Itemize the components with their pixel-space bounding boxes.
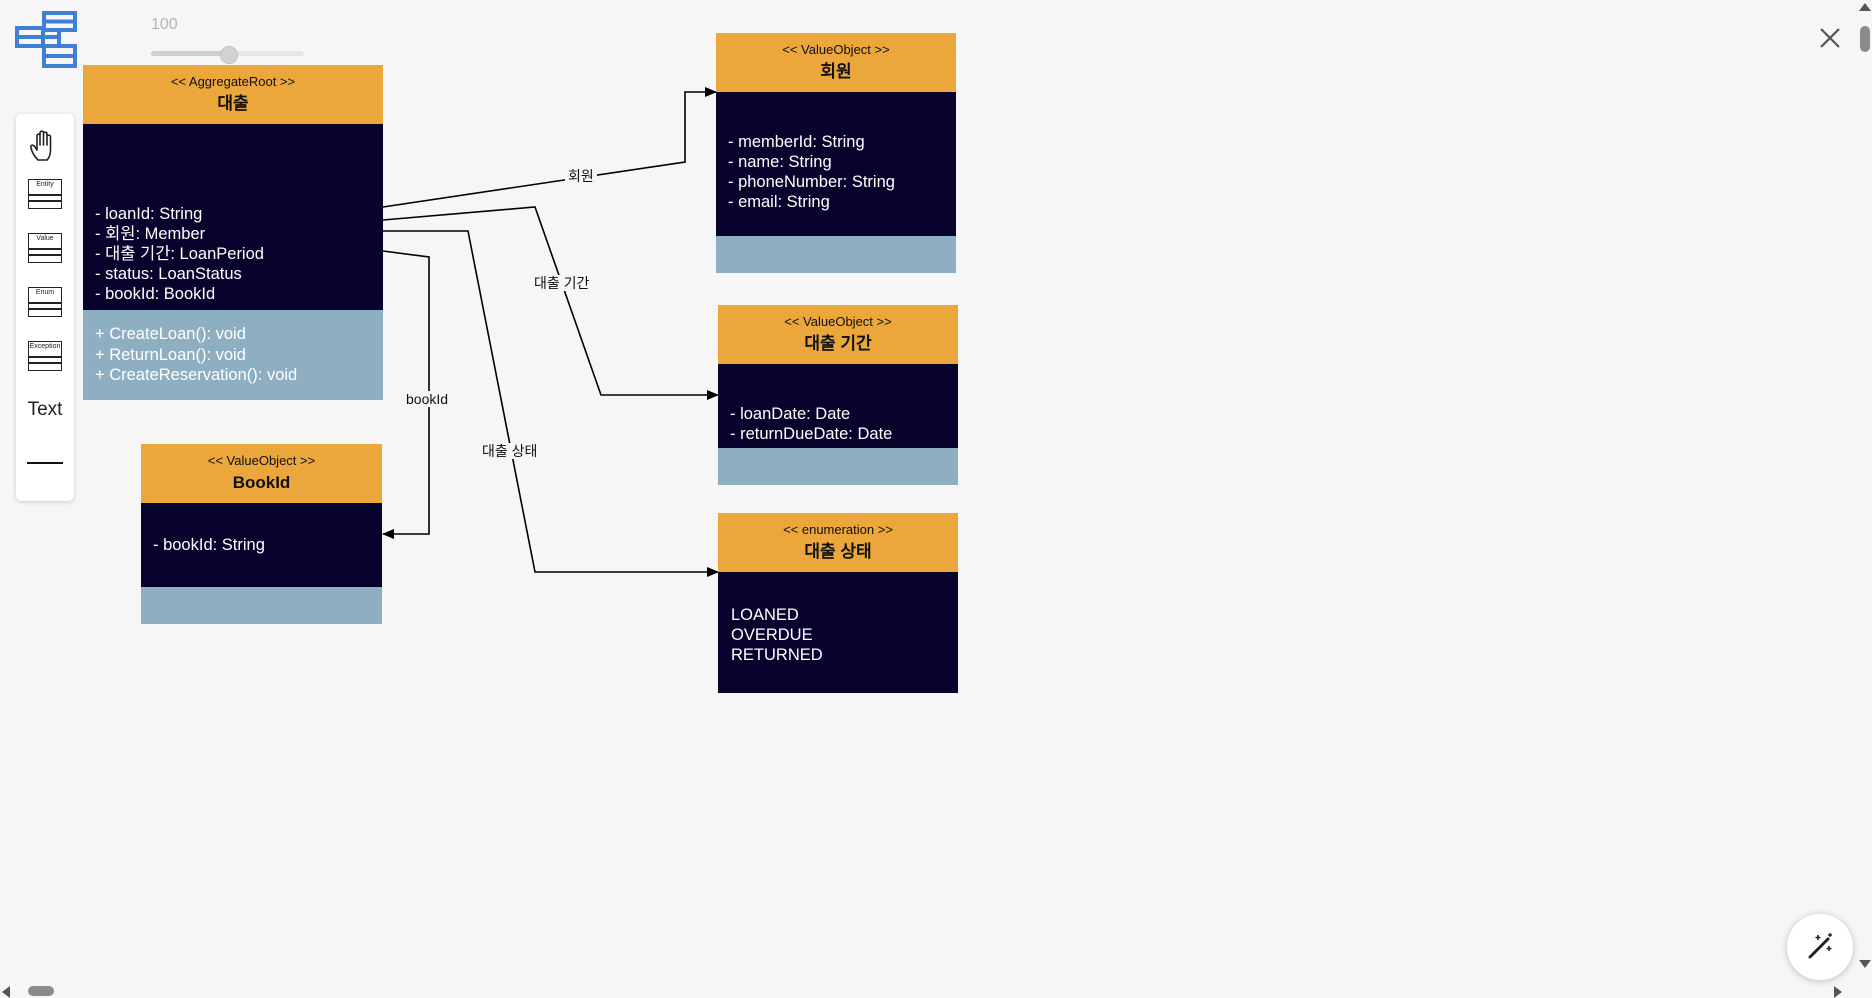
enum-value: RETURNED bbox=[731, 646, 823, 664]
method: + CreateLoan(): void bbox=[95, 325, 246, 343]
line-icon bbox=[27, 462, 63, 464]
class-header: << enumeration >> 대출 상태 bbox=[718, 513, 958, 572]
attribute: - loanDate: Date bbox=[730, 405, 851, 423]
attribute-list: - loanDate: Date - returnDueDate: Date bbox=[718, 364, 958, 448]
class-name: 대출 상태 bbox=[804, 542, 872, 561]
edge-label-bookid[interactable]: bookId bbox=[403, 391, 452, 407]
value-box-icon: Value bbox=[28, 233, 62, 263]
value-tool-label: Value bbox=[36, 235, 54, 242]
class-header: << ValueObject >> BookId bbox=[141, 444, 382, 503]
class-box-bookid[interactable]: << ValueObject >> BookId - bookId: Strin… bbox=[141, 444, 382, 624]
horizontal-scroll-thumb[interactable] bbox=[28, 986, 54, 996]
class-name: BookId bbox=[232, 473, 291, 492]
class-name: 대출 bbox=[217, 94, 249, 113]
attribute: - 대출 기간: LoanPeriod bbox=[95, 245, 264, 263]
exception-tool[interactable]: Exception bbox=[16, 338, 74, 374]
attribute: - returnDueDate: Date bbox=[730, 425, 893, 443]
attribute: - email: String bbox=[728, 193, 830, 211]
vertical-scrollbar[interactable] bbox=[1856, 0, 1872, 985]
class-name: 대출 기간 bbox=[804, 334, 872, 353]
class-box-period[interactable]: << ValueObject >> 대출 기간 - loanDate: Date… bbox=[718, 305, 958, 485]
attribute: - memberId: String bbox=[728, 133, 865, 151]
entity-tool-label: Entity bbox=[36, 181, 54, 188]
class-header: << AggregateRoot >> 대출 bbox=[83, 65, 383, 124]
zoom-value: 100 bbox=[151, 16, 178, 33]
window-stack-icon[interactable] bbox=[14, 10, 78, 70]
line-tool[interactable] bbox=[16, 448, 74, 478]
class-box-loan[interactable]: << AggregateRoot >> 대출 - loanId: String … bbox=[83, 65, 383, 400]
edge-member[interactable] bbox=[382, 87, 717, 208]
text-tool[interactable]: Text bbox=[16, 394, 74, 426]
method-list bbox=[716, 236, 956, 273]
attribute: - loanId: String bbox=[95, 205, 203, 223]
class-name: 회원 bbox=[820, 62, 852, 81]
class-box-status[interactable]: << enumeration >> 대출 상태 LOANED OVERDUE R… bbox=[718, 513, 958, 693]
class-stereotype: << AggregateRoot >> bbox=[170, 74, 296, 89]
hand-icon bbox=[30, 130, 52, 161]
attribute-list: - bookId: String bbox=[141, 503, 382, 587]
enum-tool[interactable]: Enum bbox=[16, 284, 74, 320]
entity-tool[interactable]: Entity bbox=[16, 176, 74, 212]
class-stereotype: << ValueObject >> bbox=[207, 453, 316, 468]
method-list bbox=[718, 448, 958, 485]
exception-box-icon: Exception bbox=[28, 341, 62, 371]
class-header: << ValueObject >> 회원 bbox=[716, 33, 956, 92]
zoom-thumb[interactable] bbox=[219, 46, 238, 64]
edge-period[interactable] bbox=[382, 206, 719, 400]
magic-wand-button[interactable] bbox=[1787, 914, 1853, 980]
class-stereotype: << enumeration >> bbox=[783, 522, 893, 537]
attribute: - name: String bbox=[728, 153, 832, 171]
attribute: - bookId: BookId bbox=[95, 285, 216, 303]
scroll-left-icon[interactable] bbox=[2, 986, 10, 998]
scroll-right-icon[interactable] bbox=[1834, 986, 1842, 998]
zoom-fill bbox=[151, 51, 228, 56]
method: + ReturnLoan(): void bbox=[95, 345, 246, 364]
scroll-down-icon[interactable] bbox=[1859, 960, 1871, 968]
edge-label-status[interactable]: 대출 상태 bbox=[479, 443, 541, 459]
attribute: - 회원: Member bbox=[95, 225, 206, 243]
attribute: - bookId: String bbox=[153, 536, 265, 554]
attribute: - status: LoanStatus bbox=[95, 265, 242, 283]
horizontal-scrollbar[interactable] bbox=[0, 983, 1856, 998]
attribute-list: - memberId: String - name: String - phon… bbox=[716, 92, 956, 236]
attribute: - phoneNumber: String bbox=[728, 173, 895, 191]
exception-tool-label: Exception bbox=[29, 343, 61, 350]
hand-tool[interactable] bbox=[16, 127, 74, 165]
method-list bbox=[141, 587, 382, 624]
class-box-member[interactable]: << ValueObject >> 회원 - memberId: String … bbox=[716, 33, 956, 273]
attribute-list: - loanId: String - 회원: Member - 대출 기간: L… bbox=[83, 124, 383, 310]
method: + CreateReservation(): void bbox=[95, 366, 298, 384]
magic-wand-icon bbox=[1808, 933, 1832, 959]
method-list: + CreateLoan(): void + ReturnLoan(): voi… bbox=[83, 310, 383, 400]
enum-tool-label: Enum bbox=[35, 289, 55, 296]
edge-label-member[interactable]: 회원 bbox=[565, 168, 597, 184]
enum-value: LOANED bbox=[731, 606, 799, 624]
scroll-up-icon[interactable] bbox=[1859, 3, 1871, 11]
class-header: << ValueObject >> 대출 기간 bbox=[718, 305, 958, 364]
entity-box-icon: Entity bbox=[28, 179, 62, 209]
edge-label-period[interactable]: 대출 기간 bbox=[531, 275, 593, 291]
close-icon[interactable] bbox=[1816, 24, 1844, 52]
zoom-slider[interactable] bbox=[151, 46, 304, 64]
enum-value: OVERDUE bbox=[731, 626, 813, 644]
text-tool-label: Text bbox=[27, 399, 63, 420]
class-stereotype: << ValueObject >> bbox=[782, 42, 890, 57]
value-tool[interactable]: Value bbox=[16, 230, 74, 266]
class-stereotype: << ValueObject >> bbox=[784, 314, 892, 329]
enum-box-icon: Enum bbox=[28, 287, 62, 317]
enum-value-list: LOANED OVERDUE RETURNED bbox=[718, 572, 958, 693]
tool-palette: Entity Value Enum Exception Text bbox=[16, 114, 74, 501]
vertical-scroll-thumb[interactable] bbox=[1860, 26, 1870, 52]
